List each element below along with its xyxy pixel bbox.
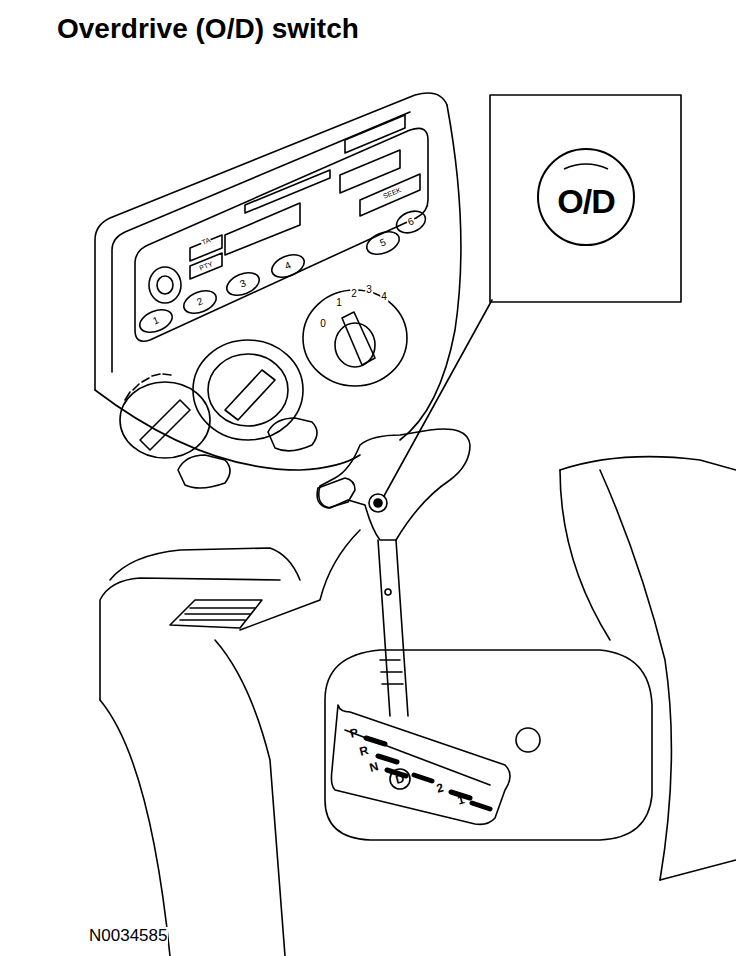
console-edge (215, 640, 285, 956)
preset-number: 3 (238, 278, 249, 290)
fan-speed-number: 1 (335, 298, 343, 308)
console-right (560, 470, 610, 640)
switch-label: O/D (557, 184, 614, 218)
callout-inset-box (490, 95, 681, 302)
gear-letter: N (367, 760, 380, 774)
dash-outline (95, 93, 447, 390)
gear-gate (325, 650, 652, 840)
seat-outline (660, 860, 736, 880)
seat-outline (600, 470, 671, 880)
gear-letter: 2 (434, 781, 445, 795)
leader-line (384, 300, 492, 496)
fan-speed-number: 2 (350, 289, 358, 299)
fan-speed-number: 3 (365, 285, 373, 295)
preset-number: 1 (151, 315, 162, 327)
preset-number: 4 (283, 260, 294, 272)
console-left (100, 578, 280, 700)
vent-grille (170, 600, 262, 628)
gear-letter: P (348, 726, 361, 740)
seat-outline (560, 457, 736, 470)
dash-lower-edge (95, 390, 360, 470)
console-tray (110, 548, 300, 580)
dash-edge (400, 105, 461, 440)
diagram-title: Overdrive (O/D) switch (57, 15, 359, 43)
radio-unit (135, 115, 429, 341)
console-top-edge (240, 530, 360, 630)
preset-number: 5 (378, 237, 389, 249)
climate-controls (120, 290, 407, 488)
radio-button-label: TA (200, 236, 212, 246)
gear-letter: R (357, 744, 370, 758)
fan-speed-number: 0 (319, 319, 327, 329)
switch-callout-circle: O/D (536, 147, 636, 247)
preset-number: 2 (195, 296, 206, 308)
fan-speed-number: 4 (380, 292, 388, 302)
figure-number: N0034585 (88, 927, 168, 944)
floor-line (100, 700, 170, 956)
gear-shifter (317, 429, 470, 716)
